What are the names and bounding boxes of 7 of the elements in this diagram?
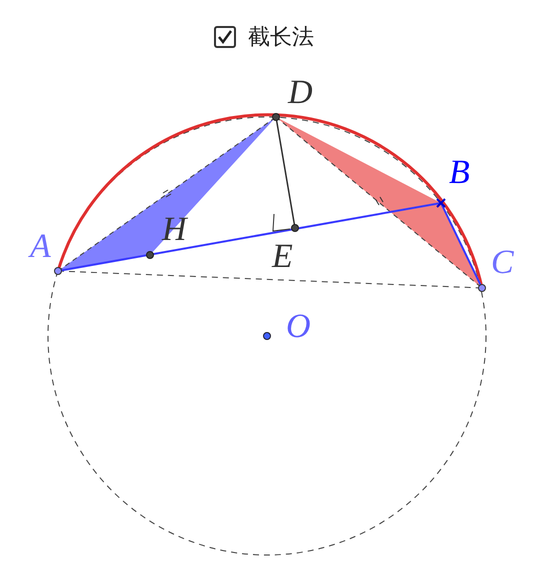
point-label: C [491,246,514,280]
point-label: D [288,76,313,110]
checkbox-label: 截长法 [248,25,314,52]
point-label: B [449,156,470,190]
point-label: O [286,310,311,344]
point-label: A [30,230,51,264]
point-label: E [272,240,293,274]
